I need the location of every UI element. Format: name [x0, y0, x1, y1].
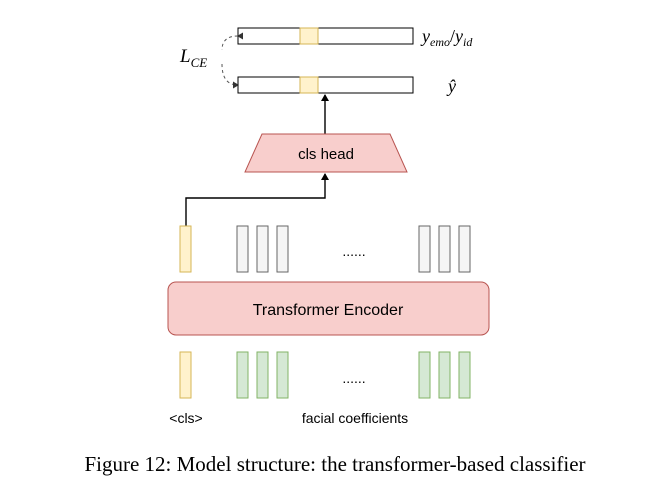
- prediction-vector-highlight: [299, 76, 319, 94]
- prediction-label: ŷ: [446, 76, 456, 96]
- cls-head: [244, 133, 408, 173]
- facial-coefficients-label: facial coefficients: [302, 410, 408, 426]
- figure-caption: Figure 12: Model structure: the transfor…: [84, 452, 586, 476]
- transformer-encoder: [167, 281, 490, 336]
- cls-head-label: cls head: [298, 146, 354, 163]
- hidden-output-tokens: [236, 225, 471, 273]
- hidden-token: [276, 225, 289, 273]
- coefficient-token: [236, 351, 249, 399]
- target-vector: [237, 27, 414, 45]
- target-vector-highlight: [299, 27, 319, 45]
- ellipsis-top: ......: [342, 243, 365, 259]
- facial-coefficient-tokens: [236, 351, 471, 399]
- arrow-cls-to-head: [185, 173, 329, 226]
- target-label: yemo/yid: [420, 26, 473, 49]
- hidden-token: [458, 225, 471, 273]
- model-diagram: LCE yemo/yid ŷ cls head ...... Transform…: [167, 26, 490, 426]
- hidden-token: [438, 225, 451, 273]
- coefficient-token: [458, 351, 471, 399]
- hidden-token: [236, 225, 249, 273]
- coefficient-token: [438, 351, 451, 399]
- coefficient-token: [276, 351, 289, 399]
- cls-output-token: [179, 225, 192, 273]
- cls-input-token: [179, 351, 192, 399]
- cls-token-label: <cls>: [169, 410, 202, 426]
- loss-label: LCE: [179, 46, 207, 70]
- prediction-vector: [237, 76, 414, 94]
- hidden-token: [418, 225, 431, 273]
- loss-arrow-bottom: [221, 63, 239, 89]
- coefficient-token: [418, 351, 431, 399]
- loss-arrow-top: [221, 32, 244, 51]
- ellipsis-bottom: ......: [342, 370, 365, 386]
- hidden-token: [256, 225, 269, 273]
- transformer-encoder-label: Transformer Encoder: [253, 302, 404, 319]
- coefficient-token: [256, 351, 269, 399]
